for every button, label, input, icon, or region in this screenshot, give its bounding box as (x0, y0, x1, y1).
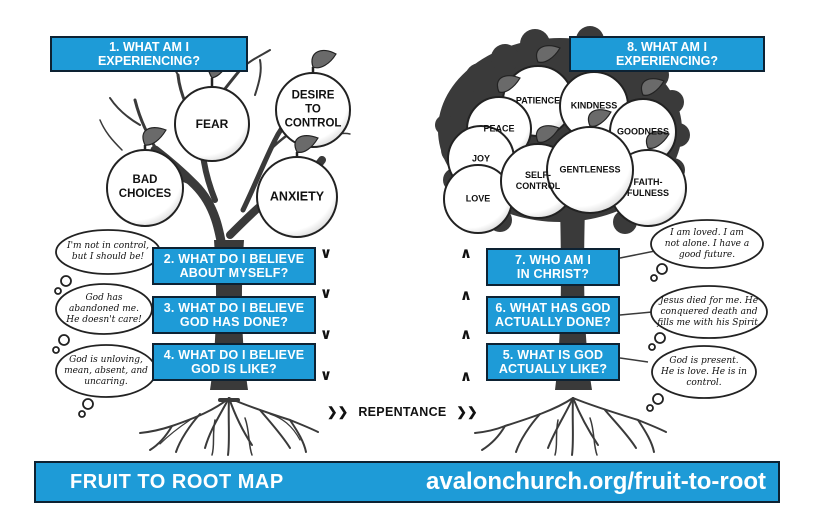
fruit-label-faithfulness: FAITH- FULNESS (626, 177, 670, 198)
thought-left-1: I'm not in control, but I should be! (67, 241, 149, 262)
left-tree-roots (139, 397, 319, 456)
left-question-2: 3. WHAT DO I BELIEVE GOD HAS DONE? (152, 296, 316, 334)
right-question-1: 7. WHO AM I IN CHRIST? (486, 248, 620, 286)
fruit-label-patience: PATIENCE (515, 95, 561, 106)
fruit-label-desire-to-control: DESIRE TO CONTROL (284, 89, 342, 129)
fruit-label-kindness: KINDNESS (570, 100, 618, 111)
fruit-label-peace: PEACE (483, 123, 515, 134)
right-tree-roots (474, 397, 667, 456)
fruit-label-love: LOVE (465, 193, 491, 204)
left-question-1: 2. WHAT DO I BELIEVE ABOUT MYSELF? (152, 247, 316, 285)
fruit-label-bad-choices: BAD CHOICES (118, 174, 172, 200)
fruit-desire-to-control (275, 49, 351, 148)
footer-title: FRUIT TO ROOT MAP (70, 471, 284, 493)
double-chevron-right-icon: ❯❯ (456, 405, 478, 419)
chevron-down-icon: ∨ (319, 325, 333, 343)
chevron-up-icon: ∧ (459, 325, 473, 343)
chevron-up-icon: ∧ (459, 286, 473, 304)
right-question-2: 6. WHAT HAS GOD ACTUALLY DONE? (486, 296, 620, 334)
left-heading: 1. WHAT AM I EXPERIENCING? (50, 36, 248, 72)
fruit-bad-choices (106, 127, 184, 227)
thought-bubble-right-2 (648, 285, 768, 351)
fruit-label-gentleness: GENTLENESS (559, 164, 621, 175)
chevron-down-icon: ∨ (319, 244, 333, 262)
chevron-down-icon: ∨ (319, 284, 333, 302)
left-fruits (106, 49, 351, 238)
footer-url[interactable]: avalonchurch.org/fruit-to-root (426, 468, 766, 495)
fruit-label-self-control: SELF- CONTROL (515, 170, 561, 191)
thought-bubble-right-1 (650, 219, 764, 282)
chevron-down-icon: ∨ (319, 366, 333, 384)
right-question-3: 5. WHAT IS GOD ACTUALLY LIKE? (486, 343, 620, 381)
thought-bubble-left-3 (55, 344, 157, 418)
fruit-anxiety (256, 135, 338, 238)
left-question-3: 4. WHAT DO I BELIEVE GOD IS LIKE? (152, 343, 316, 381)
fruit-gentleness (546, 109, 634, 214)
right-fruits (443, 45, 687, 234)
repentance-row: ❯❯ REPENTANCE ❯❯ (327, 404, 478, 419)
thought-left-2: God has abandoned me. He doesn't care! (66, 292, 142, 325)
fruit-label-joy: JOY (471, 153, 491, 164)
thought-bubbles (52, 219, 768, 418)
thought-right-1: I am loved. I am not alone. I have a goo… (664, 227, 750, 260)
thought-left-3: God is unloving, mean, absent, and uncar… (64, 354, 148, 387)
double-chevron-right-icon: ❯❯ (327, 405, 349, 419)
chevron-up-icon: ∧ (459, 244, 473, 262)
thought-bubble-right-3 (646, 345, 757, 412)
right-heading: 8. WHAT AM I EXPERIENCING? (569, 36, 765, 72)
footer-banner: FRUIT TO ROOT MAP avalonchurch.org/fruit… (34, 461, 780, 503)
chevron-up-icon: ∧ (459, 367, 473, 385)
fruit-label-fear: FEAR (195, 116, 229, 131)
fruit-label-goodness: GOODNESS (616, 126, 670, 137)
repentance-label: REPENTANCE (358, 405, 447, 419)
thought-right-2: Jesus died for me. He conquered death an… (657, 295, 761, 328)
fruit-label-anxiety: ANXIETY (269, 189, 325, 204)
thought-right-3: God is present. He is love. He is in con… (661, 355, 747, 388)
